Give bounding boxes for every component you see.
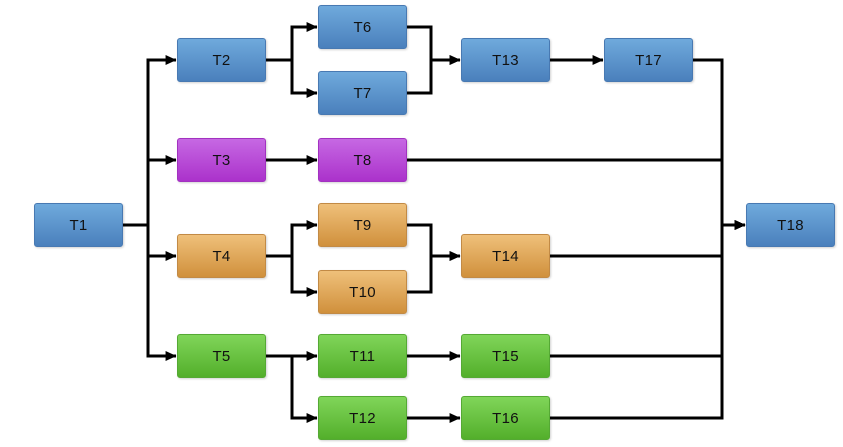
node-label: T8 bbox=[353, 151, 372, 169]
node-T17: T17 bbox=[604, 38, 693, 82]
node-T12: T12 bbox=[318, 396, 407, 440]
edge-T2-T7 bbox=[266, 58, 318, 98]
edge-T10-T14 bbox=[407, 251, 461, 294]
edge-T2-T6 bbox=[266, 22, 318, 62]
node-T10: T10 bbox=[318, 270, 407, 314]
node-label: T15 bbox=[492, 347, 519, 365]
node-T5: T5 bbox=[177, 334, 266, 378]
node-T1: T1 bbox=[34, 203, 123, 247]
edge-T8-T18 bbox=[407, 158, 746, 230]
edge-T6-T13 bbox=[407, 25, 461, 65]
edge-T9-T14 bbox=[407, 223, 461, 261]
node-T6: T6 bbox=[318, 5, 407, 49]
node-T13: T13 bbox=[461, 38, 550, 82]
node-T7: T7 bbox=[318, 71, 407, 115]
node-T8: T8 bbox=[318, 138, 407, 182]
node-T4: T4 bbox=[177, 234, 266, 278]
node-label: T6 bbox=[353, 18, 372, 36]
edge-T16-T18 bbox=[550, 220, 746, 420]
node-label: T11 bbox=[349, 347, 376, 365]
node-label: T4 bbox=[212, 247, 231, 265]
node-T15: T15 bbox=[461, 334, 550, 378]
node-label: T13 bbox=[492, 51, 519, 69]
node-T16: T16 bbox=[461, 396, 550, 440]
node-label: T3 bbox=[212, 151, 231, 169]
edge-T7-T13 bbox=[407, 55, 461, 95]
edge-T15-T18 bbox=[550, 220, 746, 358]
edge-T17-T18 bbox=[692, 58, 746, 230]
node-label: T2 bbox=[212, 51, 231, 69]
node-label: T16 bbox=[492, 409, 519, 427]
edge-T1-T5 bbox=[123, 223, 177, 361]
edge-T1-T3 bbox=[123, 155, 177, 227]
edge-T5-T12 bbox=[266, 354, 318, 423]
node-T9: T9 bbox=[318, 203, 407, 247]
edge-T14-T18 bbox=[550, 220, 746, 258]
node-label: T5 bbox=[212, 347, 231, 365]
node-label: T10 bbox=[349, 283, 376, 301]
node-label: T12 bbox=[349, 409, 376, 427]
edge-T4-T9 bbox=[266, 220, 318, 258]
node-label: T17 bbox=[635, 51, 662, 69]
node-T2: T2 bbox=[177, 38, 266, 82]
node-label: T7 bbox=[353, 84, 372, 102]
node-label: T14 bbox=[492, 247, 519, 265]
node-label: T1 bbox=[69, 216, 88, 234]
node-label: T18 bbox=[777, 216, 804, 234]
node-T14: T14 bbox=[461, 234, 550, 278]
node-label: T9 bbox=[353, 216, 372, 234]
node-T3: T3 bbox=[177, 138, 266, 182]
node-T11: T11 bbox=[318, 334, 407, 378]
node-T18: T18 bbox=[746, 203, 835, 247]
edge-T4-T10 bbox=[266, 254, 318, 297]
